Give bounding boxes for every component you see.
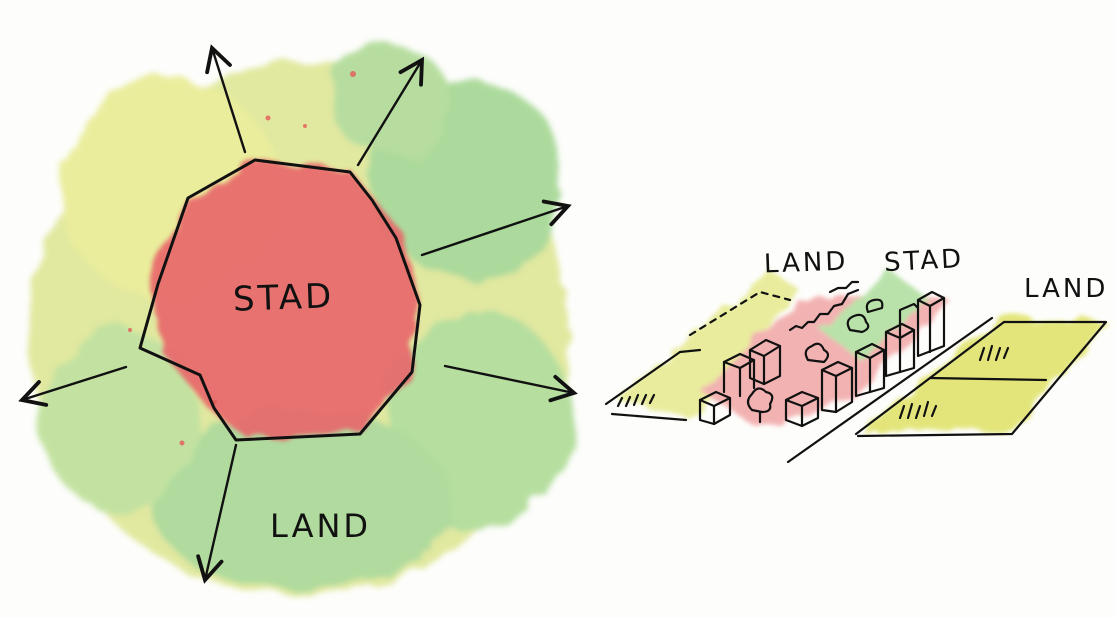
road-line-1	[786, 316, 994, 464]
field-edge-top	[678, 348, 702, 354]
field-grass	[616, 393, 656, 408]
field-right-grass-2	[978, 344, 1010, 362]
expansion-arrows	[18, 44, 578, 584]
city-boundary	[138, 158, 422, 442]
field-right-grass	[898, 400, 938, 420]
city-trees	[746, 298, 884, 424]
field-right-divider	[928, 376, 1048, 382]
sketch-linework	[604, 280, 1108, 464]
field-edge-near	[604, 350, 682, 406]
field-right-outline	[856, 320, 1108, 438]
paint-speckles	[128, 71, 356, 446]
city-skyline-2	[828, 280, 860, 294]
sketch-land-label-right: LAND	[1024, 274, 1109, 304]
field-dash	[688, 290, 792, 337]
land-label: LAND	[270, 507, 372, 545]
city-buildings	[698, 290, 946, 428]
city-wash	[150, 160, 420, 440]
sketch-land-label-left: LAND	[763, 246, 849, 280]
city-skyline	[788, 288, 860, 332]
sketch-city-label: STAD	[883, 243, 965, 279]
city-label: STAD	[232, 276, 335, 320]
field-edge-bottom	[610, 412, 688, 422]
